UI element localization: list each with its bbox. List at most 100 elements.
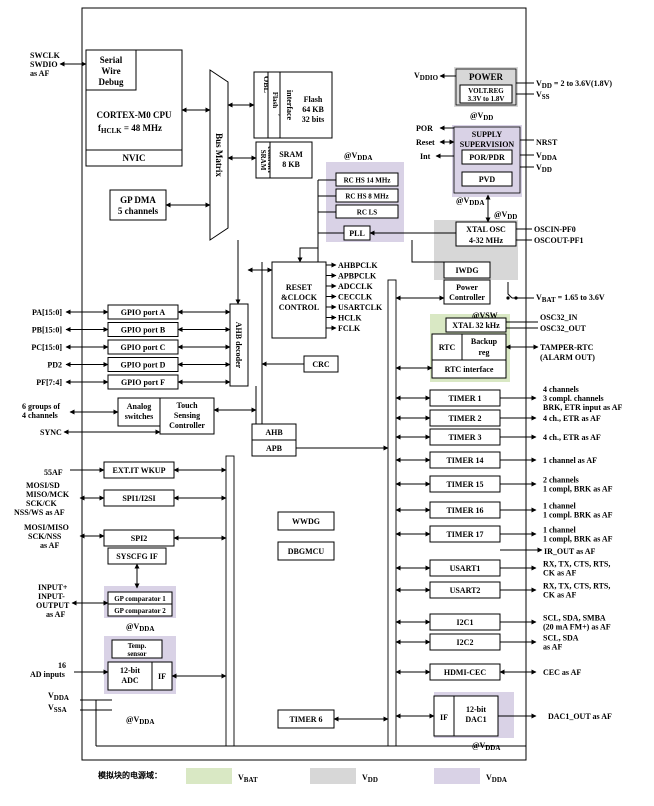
svg-text:Backup: Backup: [471, 337, 498, 346]
timer-desc: 1 channel: [543, 502, 576, 511]
nvic-box: [85, 149, 183, 167]
timer-desc: 4 ch., ETR as AF: [543, 414, 601, 423]
svg-text:XTAL 32 kHz: XTAL 32 kHz: [452, 321, 500, 330]
svg-text:16: 16: [58, 661, 66, 670]
legend-label: VDD: [362, 773, 378, 784]
apb-label: APB: [266, 444, 283, 453]
sup-vdda-label: VDDA: [536, 151, 557, 162]
cpu-core-name: CORTEX-M0 CPU: [97, 110, 172, 120]
sync-label: SYNC: [40, 428, 62, 437]
swd-label-2: Wire: [101, 66, 120, 76]
timer-desc: 4 channels: [543, 385, 579, 394]
svg-text:SUPPLY: SUPPLY: [472, 130, 503, 139]
clock-label: HCLK: [338, 314, 362, 323]
rc-vdda-label: @VDDA: [344, 151, 372, 162]
dac-label-1: 12-bit: [466, 705, 486, 714]
xtal-osc-freq: 4-32 MHz: [469, 236, 503, 245]
timer-label: TIMER 16: [446, 506, 483, 515]
svg-text:Flash: Flash: [304, 95, 323, 104]
svg-text:3.3V to 1.8V: 3.3V to 1.8V: [468, 95, 505, 103]
svg-text:RTC: RTC: [439, 343, 456, 352]
iwdg-box: [443, 261, 491, 279]
analog-switches-label-1: Analog: [127, 402, 151, 411]
power-controller-label-1: Power: [456, 283, 478, 292]
svg-text:MOSI/MISO: MOSI/MISO: [24, 523, 69, 532]
at-vsw-label: @VSW: [472, 311, 498, 320]
power-controller-label-2: Controller: [449, 293, 485, 302]
por-label: POR: [416, 124, 433, 133]
gp-dma-channels: 5 channels: [118, 206, 159, 216]
temp-sensor-label-2: sensor: [127, 650, 146, 658]
dac-label-2: DAC1: [465, 715, 486, 724]
dbgmcu-label: DBGMCU: [288, 547, 325, 556]
timer-desc: 1 compl. BRK as AF: [543, 511, 613, 520]
svg-text:SRAM: SRAM: [279, 150, 303, 159]
power-vdd-label: @VDD: [470, 111, 493, 122]
nrst-label: NRST: [536, 138, 558, 147]
i2c-label: I2C2: [457, 638, 474, 647]
clock-outputs: AHBPCLKAPBPCLKADCCLKCECCLKUSARTCLKHCLKFC…: [326, 261, 383, 333]
dac-if-label: IF: [440, 713, 448, 722]
svg-text:VSSA: VSSA: [48, 703, 67, 714]
spi1-i2s-label: SPI1/I2SI: [122, 494, 155, 503]
timer-desc: 1 channel: [543, 526, 576, 535]
svg-text:POR/PDR: POR/PDR: [469, 153, 505, 162]
usart-desc: RX, TX, CTS, RTS,: [543, 582, 610, 591]
iwdg-label: IWDG: [455, 266, 478, 275]
osc32-in-label: OSC32_IN: [540, 313, 578, 322]
wwdg-label: WWDG: [292, 517, 320, 526]
hdmi-cec-desc: CEC as AF: [543, 668, 581, 677]
xtal-osc-box: [455, 221, 517, 247]
swd-as-af-label: as AF: [30, 69, 49, 78]
ahb-label: AHB: [265, 428, 283, 437]
crc-label: CRC: [312, 360, 330, 369]
svg-text:Flash: Flash: [271, 92, 279, 108]
svg-text:8 KB: 8 KB: [282, 160, 300, 169]
adc-label-1: 12-bit: [120, 666, 140, 675]
legend-swatch: [186, 768, 232, 784]
sup-vdd-domain-label: @VDD: [494, 210, 517, 221]
serial-wire-debug-box: [85, 49, 137, 91]
touch-label-3: Controller: [169, 421, 205, 430]
svg-text:NSS/WS as AF: NSS/WS as AF: [14, 508, 65, 517]
bus-matrix: Bus Matrix: [209, 69, 229, 241]
swd-label-1: Serial: [100, 55, 123, 65]
svg-text:SRAM: SRAM: [259, 150, 267, 171]
int-label: Int: [420, 152, 431, 161]
legend-swatch: [310, 768, 356, 784]
i2c-desc: as AF: [543, 643, 562, 652]
clock-label: USARTCLK: [338, 303, 383, 312]
timer-desc: 4 ch., ETR as AF: [543, 433, 601, 442]
apb-bus-right: [387, 279, 397, 747]
i2c-desc: SCL, SDA: [543, 634, 579, 643]
usart-label: USART2: [450, 586, 481, 595]
legend-label: VBAT: [238, 773, 258, 784]
touch-controller-box: [159, 397, 215, 435]
comp-vdda-label: @VDDA: [126, 622, 154, 633]
xtal-osc-label: XTAL OSC: [466, 225, 506, 234]
syscfg-label: SYSCFG IF: [116, 552, 158, 561]
svg-text:AD inputs: AD inputs: [30, 670, 65, 679]
timer-desc: 1 compl, BRK as AF: [543, 535, 613, 544]
usart-desc: CK as AF: [543, 591, 576, 600]
comparator-1-label: GP comparator 1: [114, 595, 166, 603]
temp-sensor-label-1: Temp.: [128, 642, 147, 650]
timer-desc: BRK, ETR input as AF: [543, 403, 622, 412]
svg-text:INPUT-: INPUT-: [38, 592, 65, 601]
timer-label: TIMER 14: [446, 456, 483, 465]
i2c-desc: (20 mA FM+) as AF: [543, 623, 611, 632]
touch-label-2: Sensing: [174, 411, 200, 420]
gpio-ports: GPIO port APA[15:0]GPIO port BPB[15:0]GP…: [31, 304, 231, 390]
adc-label-2: ADC: [121, 676, 139, 685]
touch-groups-label-2: 4 channels: [22, 411, 58, 420]
timer-label: TIMER 17: [446, 530, 483, 539]
rtc-block: XTAL 32 kHz RTC Backup reg RTC interface: [431, 317, 507, 379]
dac-out-label: DAC1_OUT as AF: [548, 712, 612, 721]
adc-vdda-label: @VDDA: [126, 715, 154, 726]
clock-label: AHBPCLK: [338, 261, 378, 270]
legend-swatch: [434, 768, 480, 784]
gpio-port-label: GPIO port F: [121, 378, 165, 387]
